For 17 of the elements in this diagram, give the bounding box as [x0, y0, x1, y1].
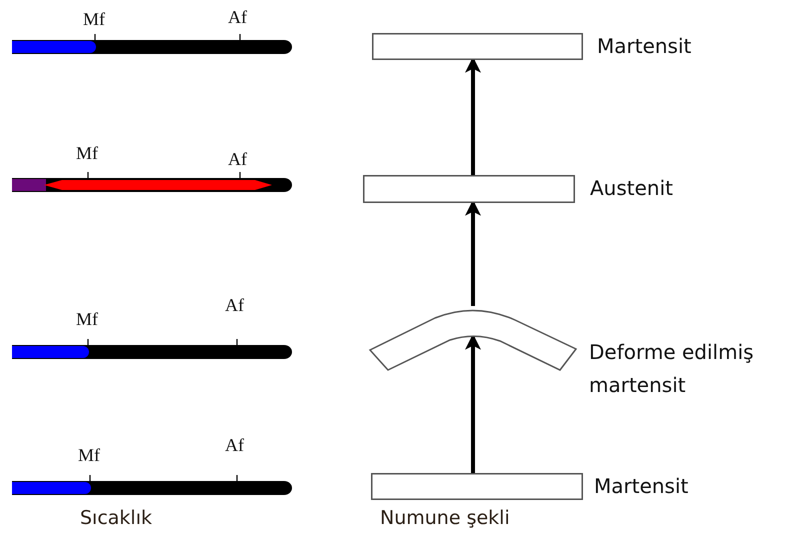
- phase-label: Martensit: [594, 473, 688, 500]
- tick-label: Mf: [76, 310, 98, 328]
- tick-label: Mf: [78, 446, 100, 464]
- axis-caption: Sıcaklık: [80, 507, 152, 529]
- tick-label: Af: [228, 150, 247, 168]
- specimen-bar: [363, 175, 575, 203]
- axis-caption: Numune şekli: [380, 507, 510, 529]
- tick-label: Mf: [76, 144, 98, 162]
- specimen-bar: [372, 33, 583, 60]
- tick-label: Mf: [83, 10, 105, 28]
- tick-label: Af: [225, 436, 244, 454]
- tick-label: Af: [228, 8, 247, 26]
- tick-label: Af: [225, 296, 244, 314]
- phase-label: Austenit: [590, 175, 673, 202]
- phase-label: Martensit: [597, 33, 692, 60]
- phase-label: Deforme edilmiş martensit: [589, 339, 755, 399]
- specimen-bar: [371, 473, 583, 500]
